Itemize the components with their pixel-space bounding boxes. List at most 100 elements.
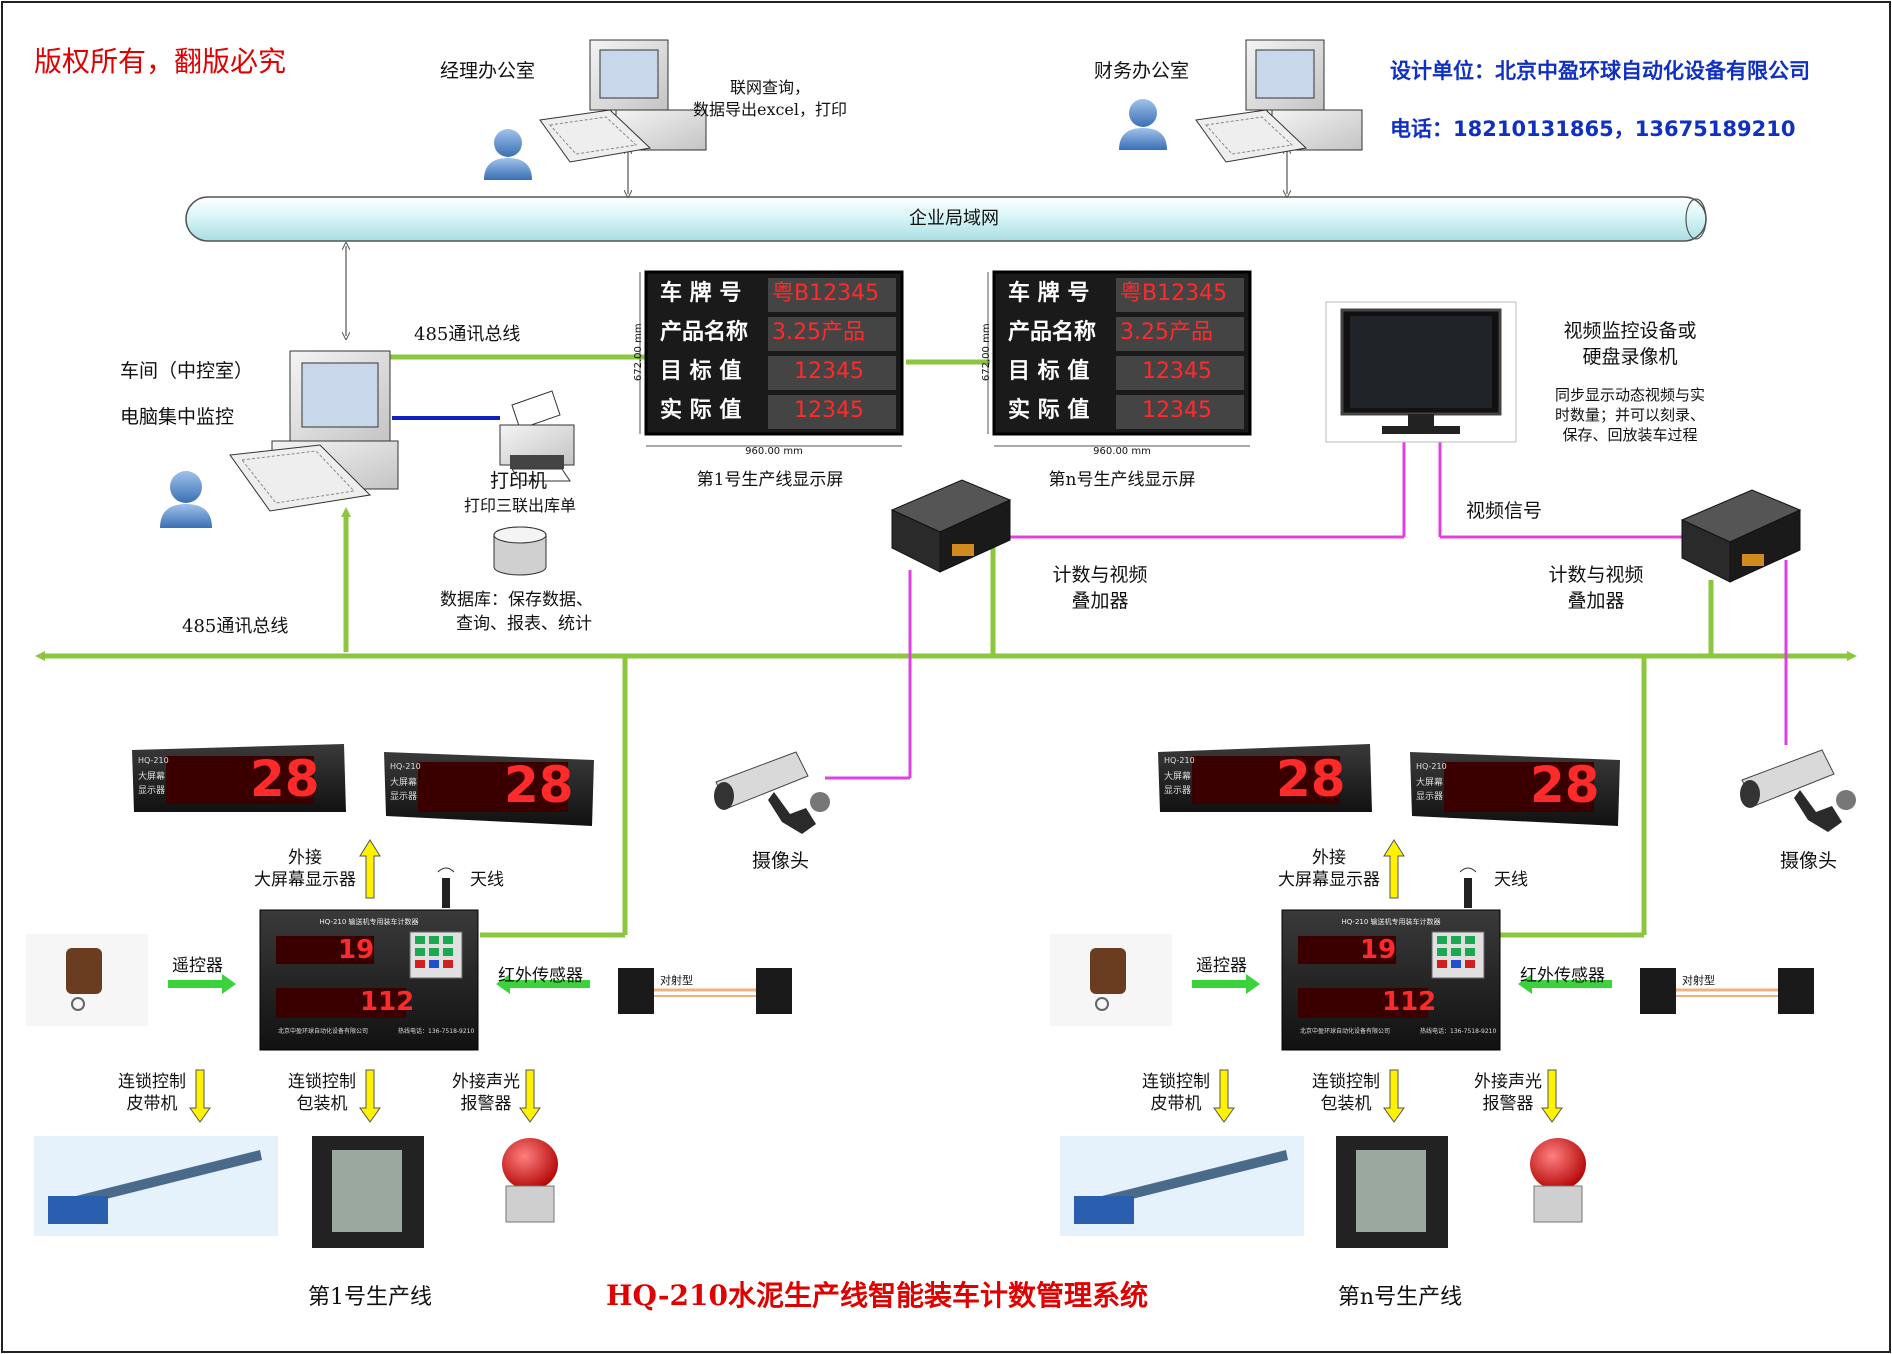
control-room-line2: 电脑集中监控 bbox=[120, 406, 235, 428]
remote-control-icon bbox=[26, 934, 1172, 1026]
external-display-label: 外接 bbox=[1312, 848, 1346, 868]
ir-sensor-label: 红外传感器 bbox=[1520, 966, 1605, 986]
packing-machine-image bbox=[312, 1136, 1448, 1248]
person-icon bbox=[484, 129, 532, 180]
remote-label: 遥控器 bbox=[1196, 956, 1247, 976]
led-board-width-dim: 960.00 mm bbox=[1093, 446, 1151, 457]
video-overlay-box-icon bbox=[1680, 489, 1802, 583]
belt-control-label: 皮带机 bbox=[1150, 1094, 1202, 1114]
counter-screens bbox=[276, 936, 1428, 1018]
finance-office-label: 财务办公室 bbox=[1094, 60, 1190, 82]
counter-maker: 北京中盈环球自动化设备有限公司 bbox=[1300, 1028, 1391, 1035]
camera-label: 摄像头 bbox=[1780, 850, 1838, 872]
led-board-height-dim: 672.00 mm bbox=[632, 323, 644, 382]
production-line-title: 第1号生产线 bbox=[308, 1285, 432, 1310]
led-board-label: 车 牌 号 bbox=[1008, 281, 1090, 306]
belt-control-label: 连锁控制 bbox=[1142, 1072, 1210, 1092]
query-desc-line2: 数据导出excel，打印 bbox=[692, 100, 848, 119]
antenna-label: 天线 bbox=[1494, 870, 1528, 890]
manager-office-label: 经理办公室 bbox=[440, 60, 536, 82]
computer-icon bbox=[539, 39, 707, 163]
database-desc-line2: 查询、报表、统计 bbox=[456, 614, 592, 634]
counter-bottom-value: 112 bbox=[1382, 987, 1437, 1017]
camera-icon bbox=[714, 751, 830, 834]
printer-desc: 打印三联出库单 bbox=[464, 496, 577, 515]
dvr-label-line2: 硬盘录像机 bbox=[1582, 346, 1678, 368]
computer-icon bbox=[1195, 39, 1363, 163]
led-board-label: 产品名称 bbox=[1008, 320, 1097, 345]
small-display-model: HQ-210 bbox=[390, 762, 421, 771]
small-display-model: HQ-210 bbox=[1416, 762, 1447, 771]
ir-sensor-label: 红外传感器 bbox=[498, 966, 583, 986]
bus-label-bottom: 485通讯总线 bbox=[182, 616, 289, 637]
led-board-label: 实 际 值 bbox=[1008, 398, 1090, 423]
small-display-tag: 显示器 bbox=[1416, 792, 1444, 802]
led-board-1: 车 牌 号 粤B12345 产品名称 3.25产品 目 标 值 12345 实 … bbox=[646, 272, 902, 434]
led-board-value: 3.25产品 bbox=[1120, 320, 1213, 345]
packer-control-label: 连锁控制 bbox=[1312, 1072, 1380, 1092]
small-display-tag: 大屏幕 bbox=[1416, 778, 1444, 788]
led-board-dimensions bbox=[639, 272, 1250, 447]
led-board-height-dim: 672.00 mm bbox=[980, 323, 992, 382]
led-board-caption: 第n号生产线显示屏 bbox=[1048, 470, 1196, 490]
dvr-desc-line3: 保存、回放装车过程 bbox=[1562, 426, 1698, 444]
antenna-icon bbox=[437, 867, 1477, 908]
counter-title: HQ-210 输送机专用装车计数器 bbox=[319, 918, 419, 926]
led-board-caption: 第1号生产线显示屏 bbox=[696, 470, 844, 490]
belt-control-label: 皮带机 bbox=[126, 1094, 178, 1114]
database-icon bbox=[493, 526, 547, 576]
production-line-title: 第n号生产线 bbox=[1337, 1285, 1463, 1310]
small-display-tag: 显示器 bbox=[138, 786, 166, 796]
person-icon bbox=[160, 471, 212, 528]
small-display-model: HQ-210 bbox=[1164, 756, 1195, 765]
belt-conveyor-image bbox=[34, 1136, 1304, 1236]
small-display-tag: 大屏幕 bbox=[138, 772, 166, 782]
led-board-value-cells bbox=[768, 278, 1244, 429]
yellow-arrows bbox=[189, 839, 1563, 1123]
led-board-value: 粤B12345 bbox=[772, 281, 880, 306]
small-display-tag: 大屏幕 bbox=[390, 778, 418, 788]
beam-type-label: 对射型 bbox=[660, 974, 693, 987]
control-room-line1: 车间（中控室） bbox=[120, 360, 254, 382]
packer-control-label: 包装机 bbox=[296, 1094, 348, 1114]
printer-label: 打印机 bbox=[490, 470, 548, 492]
external-display-label: 大屏幕显示器 bbox=[1278, 870, 1380, 890]
small-display-tag: 大屏幕 bbox=[1164, 772, 1192, 782]
alarm-label: 报警器 bbox=[1482, 1094, 1534, 1114]
overlay-label-line1: 计数与视频 bbox=[1052, 564, 1148, 586]
video-signal-lines bbox=[825, 440, 1788, 780]
dvr-desc-line2: 时数量；并可以刻录、 bbox=[1554, 406, 1705, 424]
overlay-label-line2: 叠加器 bbox=[1567, 590, 1625, 612]
bus-label-top: 485通讯总线 bbox=[414, 324, 521, 345]
led-board-value: 粤B12345 bbox=[1120, 281, 1228, 306]
led-board-width-dim: 960.00 mm bbox=[745, 446, 803, 457]
counter-phone: 热线电话：136-7518-9210 bbox=[398, 1028, 475, 1035]
led-board-value: 12345 bbox=[1142, 359, 1212, 384]
small-display-tag: 显示器 bbox=[1164, 786, 1192, 796]
external-display-label: 大屏幕显示器 bbox=[254, 870, 356, 890]
alarm-light-icon bbox=[502, 1138, 1586, 1223]
keypad-keys bbox=[415, 936, 1475, 968]
led-board-label: 产品名称 bbox=[660, 320, 749, 345]
external-display-label: 外接 bbox=[288, 848, 322, 868]
dvr-label-line1: 视频监控设备或 bbox=[1563, 320, 1697, 342]
camera-icon bbox=[1740, 749, 1856, 832]
belt-control-label: 连锁控制 bbox=[118, 1072, 186, 1092]
lan-pipe bbox=[185, 196, 1707, 242]
dvr-monitor-icon bbox=[1325, 301, 1517, 443]
alarm-label: 外接声光 bbox=[452, 1072, 520, 1092]
beam-type-label: 对射型 bbox=[1682, 974, 1715, 987]
antenna-label: 天线 bbox=[470, 870, 504, 890]
overlay-label-line1: 计数与视频 bbox=[1548, 564, 1644, 586]
camera-label: 摄像头 bbox=[752, 850, 810, 872]
green-arrows bbox=[168, 974, 1612, 994]
small-display-digits: 28 bbox=[250, 750, 320, 808]
alarm-label: 外接声光 bbox=[1474, 1072, 1542, 1092]
small-displays-bodies bbox=[132, 744, 1620, 826]
alarm-label: 报警器 bbox=[460, 1094, 512, 1114]
designer-company: 设计单位：北京中盈环球自动化设备有限公司 bbox=[1390, 59, 1810, 83]
led-board-label: 实 际 值 bbox=[660, 398, 742, 423]
counter-phone: 热线电话：136-7518-9210 bbox=[1420, 1028, 1497, 1035]
